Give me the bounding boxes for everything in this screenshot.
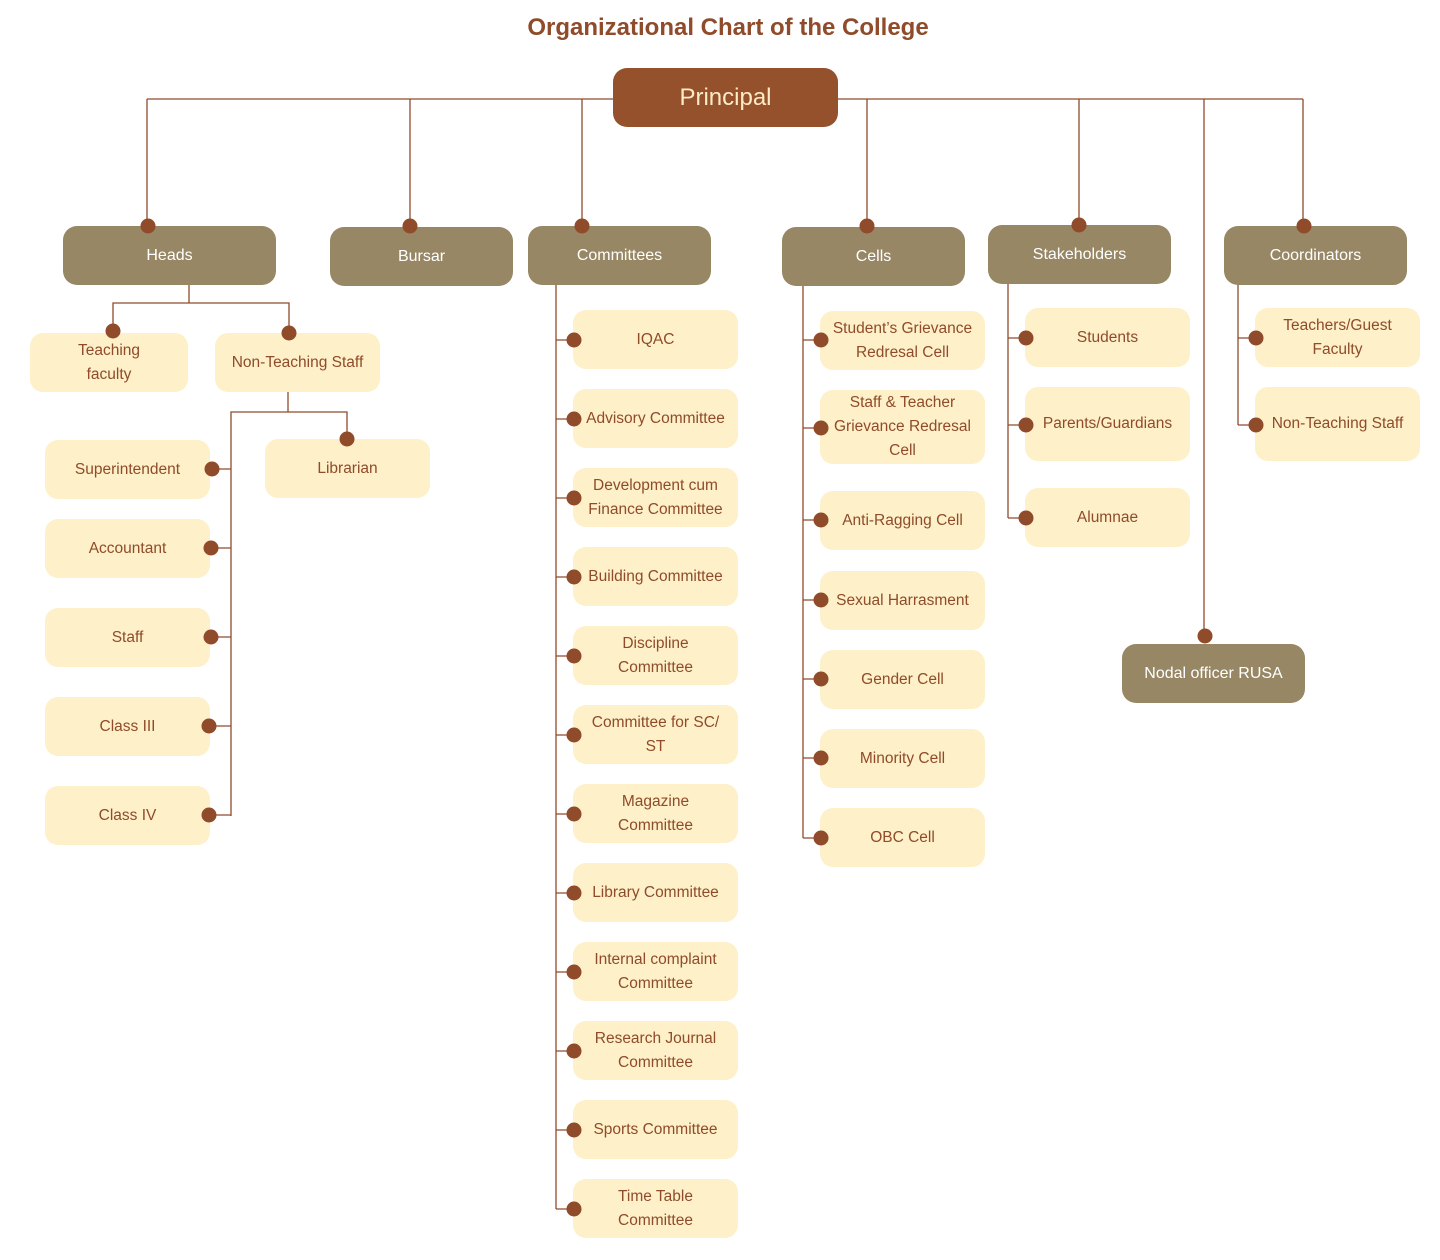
principal-box: Principal	[613, 68, 838, 127]
class-iii-box: Class III	[45, 697, 210, 756]
cell-item: Sexual Harrasment	[820, 571, 985, 630]
connector-dot	[574, 218, 590, 234]
connector-dot	[1248, 330, 1264, 346]
connector-dot	[859, 218, 875, 234]
accountant-box: Accountant	[45, 519, 210, 578]
connector-dot	[204, 461, 220, 477]
connector-dot	[566, 964, 582, 980]
committee-item: Building Committee	[573, 547, 738, 606]
committee-item: Discipline Committee	[573, 626, 738, 685]
connector-dot	[566, 885, 582, 901]
connector-dot	[339, 431, 355, 447]
connector-dot	[201, 807, 217, 823]
connector-dot	[566, 727, 582, 743]
committee-item: Magazine Committee	[573, 784, 738, 843]
connector-dot	[1071, 217, 1087, 233]
cell-item: OBC Cell	[820, 808, 985, 867]
connector-dot	[813, 420, 829, 436]
stakeholder-item: Students	[1025, 308, 1190, 367]
stakeholder-item: Alumnae	[1025, 488, 1190, 547]
connector-dot	[813, 750, 829, 766]
connector-dot	[813, 592, 829, 608]
connector-dot	[1197, 628, 1213, 644]
connector-dot	[1248, 417, 1264, 433]
cell-item: Anti-Ragging Cell	[820, 491, 985, 550]
connector-dot	[566, 1043, 582, 1059]
cell-item: Staff & Teacher Grievance Redresal Cell	[820, 390, 985, 464]
connector-dot	[281, 325, 297, 341]
committee-item: Research Journal Committee	[573, 1021, 738, 1080]
connector-dot	[402, 218, 418, 234]
committee-item: Time Table Committee	[573, 1179, 738, 1238]
coordinator-item: Non-Teaching Staff	[1255, 387, 1420, 461]
non-teaching-staff-box: Non-Teaching Staff	[215, 333, 380, 392]
connector-dot	[813, 512, 829, 528]
committee-item: Advisory Committee	[573, 389, 738, 448]
staff-box: Staff	[45, 608, 210, 667]
connector-dot	[201, 718, 217, 734]
librarian-box: Librarian	[265, 439, 430, 498]
teaching-faculty-box: Teaching faculty	[30, 333, 188, 392]
connector-dot	[1018, 330, 1034, 346]
committee-item: Sports Committee	[573, 1100, 738, 1159]
connector-dot	[566, 411, 582, 427]
connector-dot	[140, 218, 156, 234]
connector-dot	[566, 332, 582, 348]
connector-dot	[566, 1122, 582, 1138]
cell-item: Student’s Grievance Redresal Cell	[820, 311, 985, 370]
cells-box: Cells	[782, 227, 965, 286]
connector-dot	[105, 323, 121, 339]
connector-dot	[813, 332, 829, 348]
connector-dot	[1018, 510, 1034, 526]
cell-item: Gender Cell	[820, 650, 985, 709]
class-iv-box: Class IV	[45, 786, 210, 845]
committee-item: Internal complaint Committee	[573, 942, 738, 1001]
connector-dot	[566, 490, 582, 506]
superintendent-box: Superintendent	[45, 440, 210, 499]
heads-box: Heads	[63, 226, 276, 285]
committees-box: Committees	[528, 226, 711, 285]
connector-dot	[813, 830, 829, 846]
nodal-officer-box: Nodal officer RUSA	[1122, 644, 1305, 703]
connector-dot	[813, 671, 829, 687]
connector-dot	[1296, 218, 1312, 234]
connector-dot	[566, 806, 582, 822]
connector-dot	[1018, 417, 1034, 433]
connector-dot	[203, 540, 219, 556]
connector-dot	[203, 629, 219, 645]
chart-title: Organizational Chart of the College	[527, 14, 929, 41]
connector-dot	[566, 648, 582, 664]
committee-item: Committee for SC/ ST	[573, 705, 738, 764]
connector-dot	[566, 569, 582, 585]
stakeholder-item: Parents/Guardians	[1025, 387, 1190, 461]
committee-item: Development cum Finance Committee	[573, 468, 738, 527]
coordinator-item: Teachers/Guest Faculty	[1255, 308, 1420, 367]
coordinators-box: Coordinators	[1224, 226, 1407, 285]
connector-dot	[566, 1201, 582, 1217]
committee-item: IQAC	[573, 310, 738, 369]
bursar-box: Bursar	[330, 227, 513, 286]
committee-item: Library Committee	[573, 863, 738, 922]
stakeholders-box: Stakeholders	[988, 225, 1171, 284]
cell-item: Minority Cell	[820, 729, 985, 788]
